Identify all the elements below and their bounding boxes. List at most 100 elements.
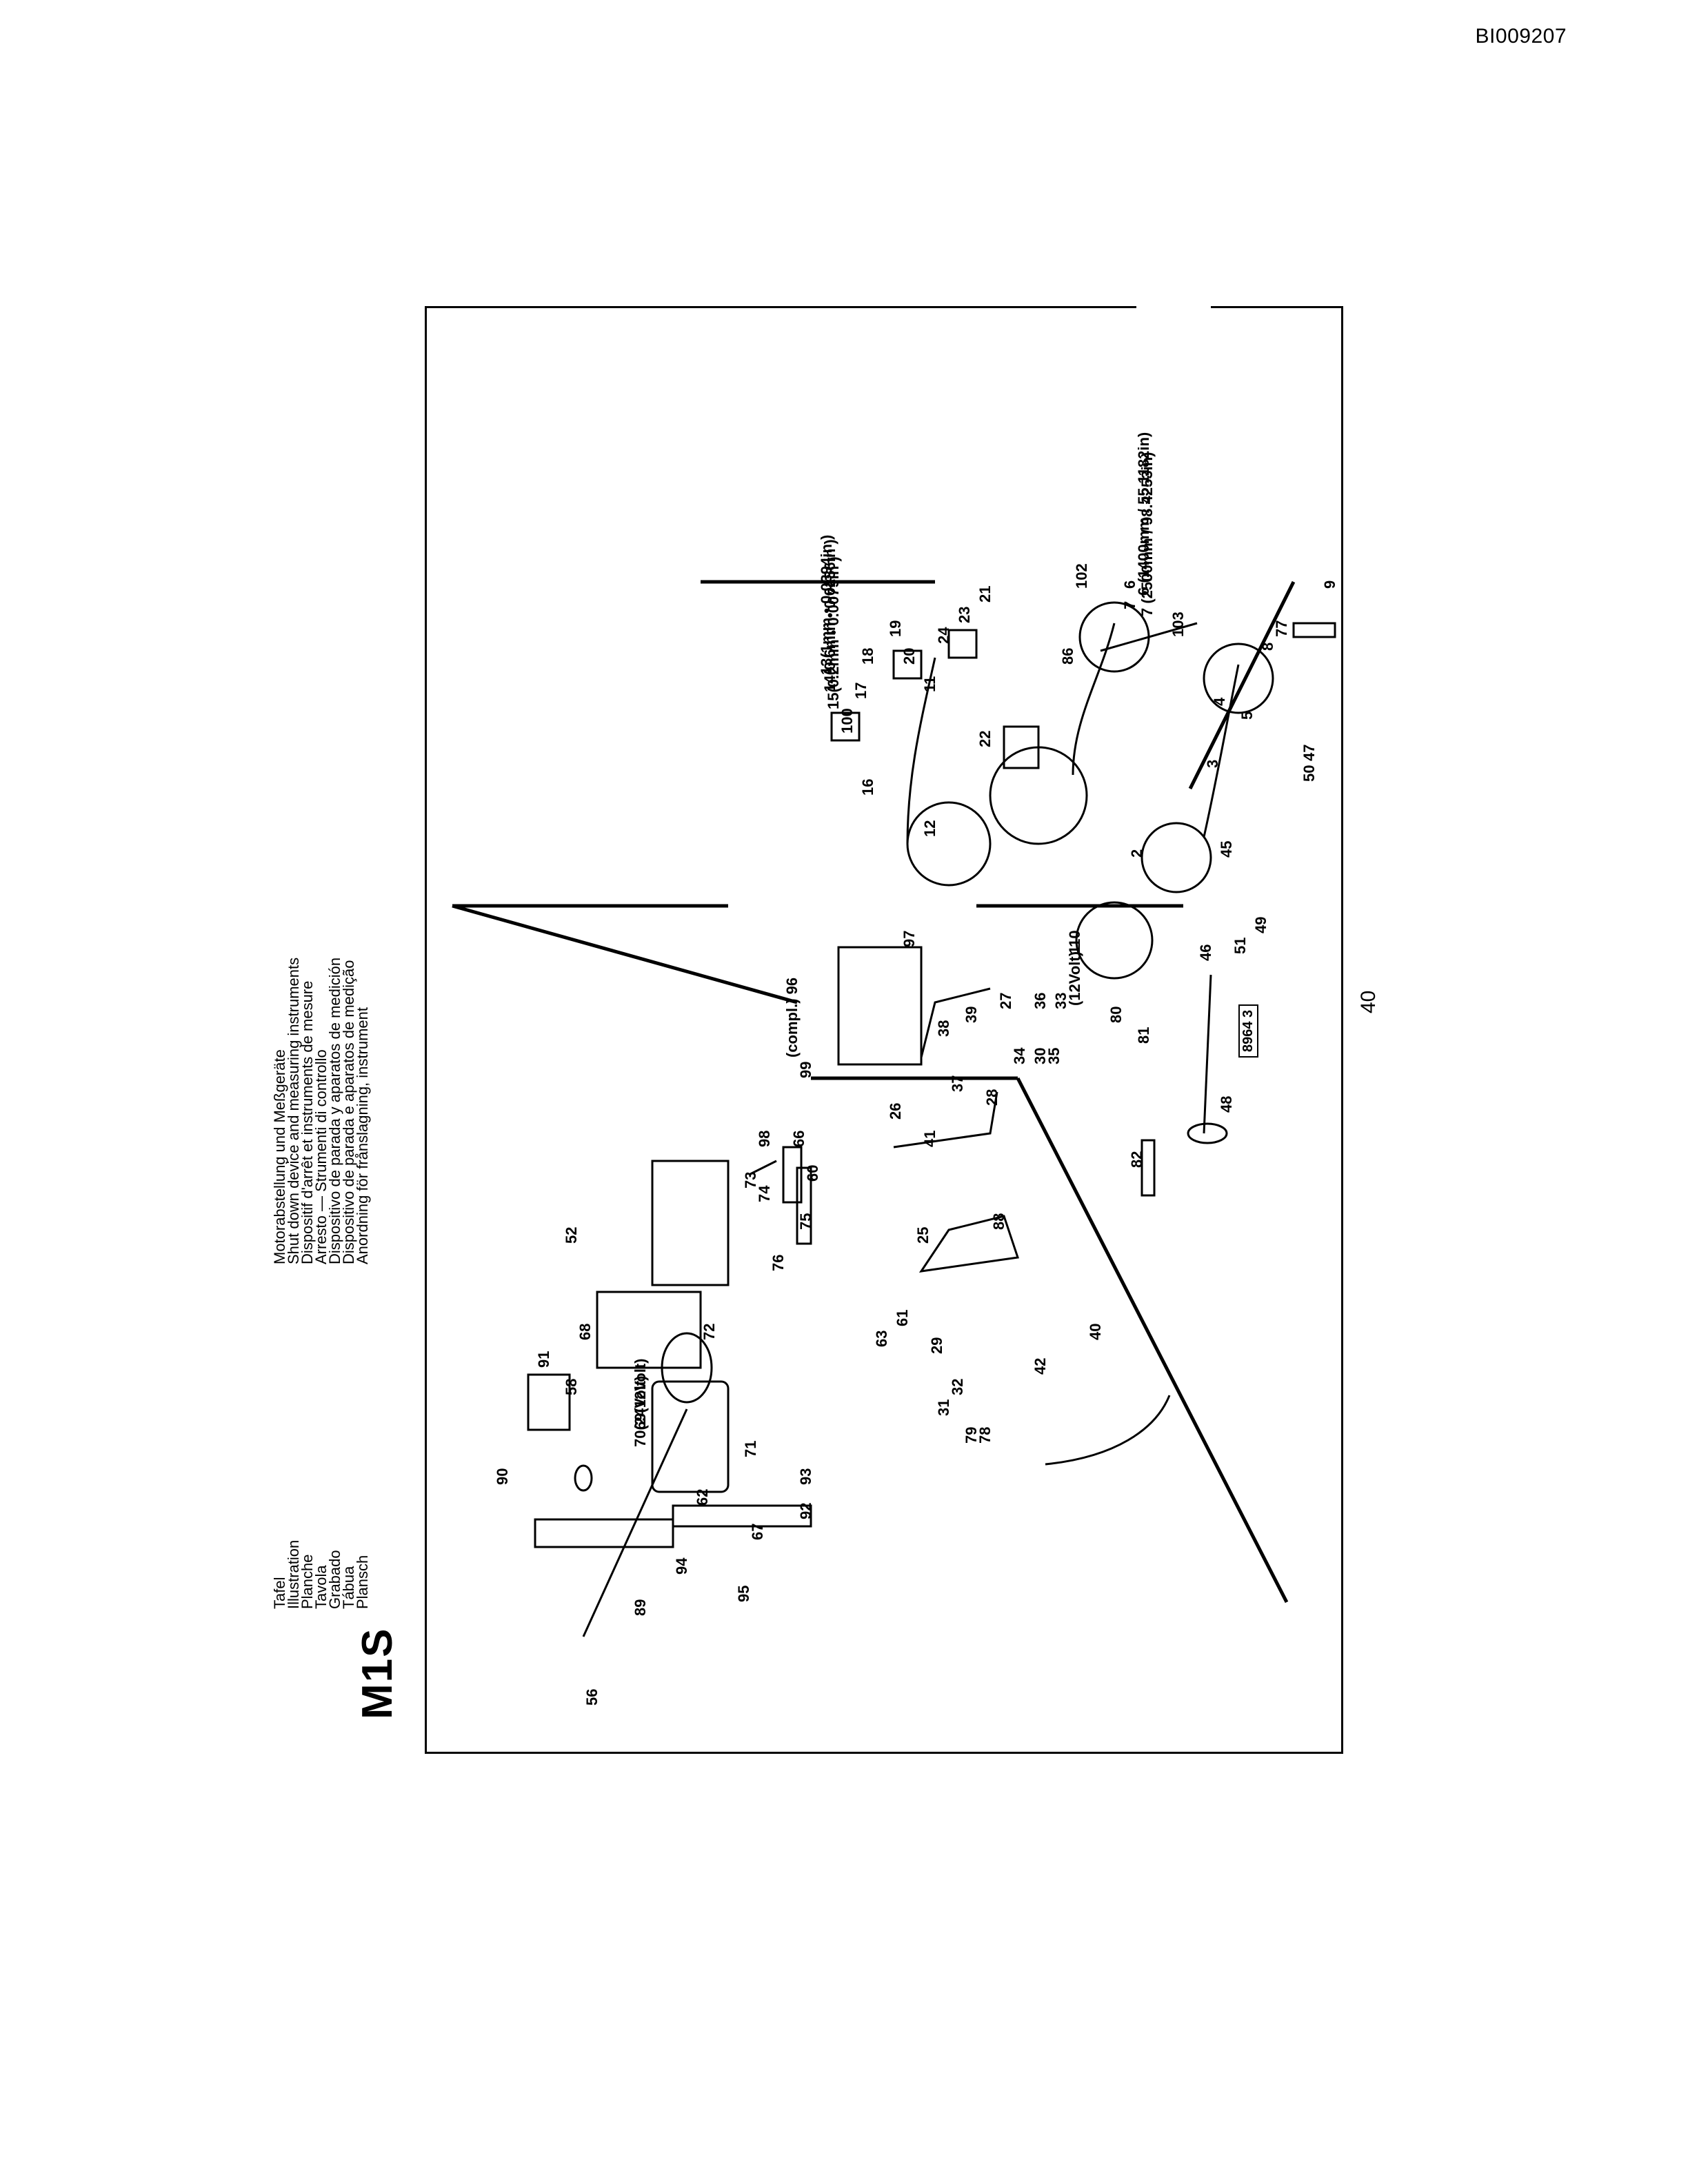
callout-3: 3 bbox=[1204, 759, 1221, 768]
callout-76: 76 bbox=[770, 1254, 787, 1271]
exploded-parts-drawing bbox=[452, 580, 1336, 1637]
sender-9 bbox=[1292, 622, 1336, 638]
rod-95 bbox=[582, 1408, 688, 1637]
callout-34: 34 bbox=[1011, 1047, 1028, 1064]
callout-81: 81 bbox=[1135, 1027, 1152, 1044]
callout-61: 61 bbox=[894, 1309, 911, 1326]
callout-24: 24 bbox=[935, 627, 952, 644]
callout-7: 7 bbox=[1121, 600, 1138, 609]
parts-left bbox=[527, 1291, 812, 1637]
callout-22: 22 bbox=[976, 730, 994, 747]
callout-36: 36 bbox=[1032, 992, 1049, 1009]
callout-49: 49 bbox=[1252, 916, 1269, 933]
callout-28: 28 bbox=[983, 1089, 1001, 1106]
plate-title: Anordning för frånslagning, instrument bbox=[354, 1007, 371, 1264]
model-label: M1S bbox=[354, 1627, 401, 1719]
sender-22 bbox=[1003, 725, 1040, 769]
plate-header: M1S Tafel Illustration Planche Tavola Gr… bbox=[271, 306, 411, 1740]
cable-40 bbox=[1045, 1395, 1171, 1466]
callout-103: 103 bbox=[1169, 611, 1187, 637]
callout-25: 25 bbox=[914, 1226, 932, 1244]
callout-74: 74 bbox=[756, 1185, 773, 1202]
callout-80: 80 bbox=[1107, 1006, 1125, 1023]
parts-middle bbox=[651, 946, 1228, 1466]
callout-5: 5 bbox=[1238, 711, 1256, 720]
callout-88: 88 bbox=[990, 1213, 1007, 1230]
callout-27: 27 bbox=[997, 992, 1014, 1009]
bracket-52 bbox=[651, 1160, 730, 1286]
section-dividers bbox=[452, 580, 1296, 1604]
illustration-sheet: M1S Tafel Illustration Planche Tavola Gr… bbox=[271, 303, 1343, 1754]
callout-100: 100 bbox=[838, 708, 856, 734]
callout-90: 90 bbox=[494, 1468, 511, 1485]
callout-12: 12 bbox=[921, 820, 938, 837]
callout-2: 2 bbox=[1128, 849, 1145, 858]
callout-75: 75 bbox=[797, 1213, 814, 1230]
callout-52: 52 bbox=[563, 1226, 580, 1244]
page-number: 40 bbox=[1357, 990, 1380, 1013]
rotated-plate: M1S Tafel Illustration Planche Tavola Gr… bbox=[271, 306, 1343, 1754]
sheet-frame bbox=[425, 306, 1343, 1754]
callout-42: 42 bbox=[1032, 1357, 1049, 1375]
plug-100 bbox=[830, 711, 861, 742]
callout-58: 58 bbox=[563, 1378, 580, 1395]
callout-67: 67 bbox=[749, 1523, 766, 1540]
hose-11 bbox=[906, 657, 936, 845]
callout-92: 92 bbox=[797, 1502, 814, 1519]
callout-79: 79 bbox=[963, 1426, 980, 1444]
callout-50: 50 bbox=[1300, 765, 1318, 782]
reference-box: 8964 3 bbox=[1238, 1004, 1258, 1058]
callout-38: 38 bbox=[935, 1020, 952, 1037]
plate-labels: Tafel Illustration Planche Tavola Grabad… bbox=[271, 1540, 371, 1609]
callout-66: 66 bbox=[790, 1130, 807, 1147]
callout-91: 91 bbox=[535, 1351, 552, 1368]
bracket-89 bbox=[672, 1504, 812, 1528]
callout-41: 41 bbox=[921, 1130, 938, 1147]
callout-19: 19 bbox=[887, 620, 904, 637]
callout-46: 46 bbox=[1197, 944, 1214, 961]
callout-32: 32 bbox=[949, 1378, 966, 1395]
parts-instruments bbox=[830, 601, 1336, 980]
solenoid-69-70 bbox=[651, 1380, 730, 1493]
callout-102: 102 bbox=[1073, 563, 1090, 589]
callout-45: 45 bbox=[1218, 840, 1235, 858]
callout-82: 82 bbox=[1128, 1151, 1145, 1168]
callout-40: 40 bbox=[1087, 1323, 1104, 1340]
lever-26 bbox=[893, 1091, 998, 1149]
callout-95: 95 bbox=[735, 1585, 752, 1602]
callout-11: 11 bbox=[921, 676, 938, 692]
hose-86 bbox=[1072, 623, 1116, 776]
callout-31: 31 bbox=[935, 1399, 952, 1416]
hose-3 bbox=[1203, 664, 1240, 838]
callout-99: 99 bbox=[797, 1061, 814, 1078]
bracket-90 bbox=[534, 1518, 674, 1548]
callout-8: 8 bbox=[1259, 642, 1276, 651]
callout-89: 89 bbox=[632, 1599, 649, 1616]
callout-21: 21 bbox=[976, 585, 994, 603]
annotation-item-96: (compl.) 96 bbox=[783, 977, 801, 1058]
bracket-96 bbox=[837, 946, 923, 1066]
callout-33: 33 bbox=[1052, 992, 1069, 1009]
rod-45 bbox=[1203, 974, 1212, 1134]
callout-18: 18 bbox=[859, 647, 876, 665]
annotation-item-7: 7 (2500mm / 98.4253in) bbox=[1138, 452, 1156, 616]
callout-48: 48 bbox=[1218, 1095, 1235, 1113]
callout-17: 17 bbox=[852, 682, 870, 699]
callout-47: 47 bbox=[1300, 744, 1318, 761]
callout-62: 62 bbox=[694, 1488, 711, 1506]
plate-titles: Motorabstellung und Meßgeräte Shut down … bbox=[271, 958, 371, 1264]
gauge-12 bbox=[906, 801, 992, 887]
callout-1: 1 bbox=[1066, 945, 1083, 954]
callout-29: 29 bbox=[928, 1337, 945, 1354]
bolt-98 bbox=[796, 1166, 812, 1245]
bolt-75 bbox=[748, 1160, 777, 1176]
divider-line bbox=[1016, 1077, 1289, 1604]
lever-27 bbox=[920, 987, 991, 1058]
callout-16: 16 bbox=[859, 778, 876, 796]
callout-6: 6 bbox=[1121, 580, 1138, 589]
callout-9: 9 bbox=[1321, 580, 1338, 589]
callout-39: 39 bbox=[963, 1006, 980, 1023]
callout-98: 98 bbox=[756, 1130, 773, 1147]
bracket-68 bbox=[596, 1291, 702, 1369]
callout-51: 51 bbox=[1232, 937, 1249, 954]
